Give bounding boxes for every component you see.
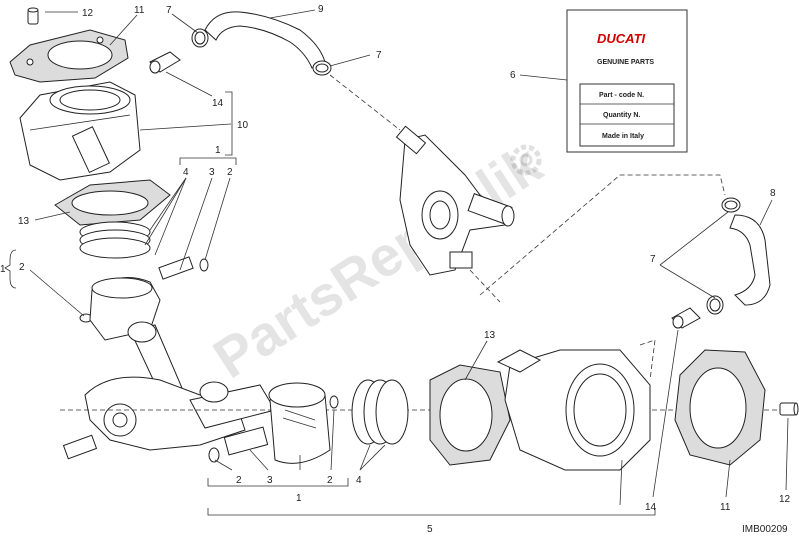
callout-8: 8: [770, 188, 776, 199]
piston-pin-left: [158, 256, 194, 280]
callout-9: 9: [318, 4, 324, 15]
base-gasket-lower: [429, 364, 511, 466]
callout-2-left: 2: [19, 262, 25, 273]
card-part-code: Part - code N.: [599, 92, 644, 99]
callout-labels: 12 11 7 9 7 6 14 10 1 4 3 2 13 1 2 8 7 1…: [0, 4, 791, 535]
hose-clamp-top-1: [191, 28, 209, 48]
callout-2-bottom-left: 2: [236, 475, 242, 486]
assembly-line-fitting: [639, 339, 656, 381]
drawing-code: IMB00209: [742, 524, 788, 535]
head-gasket-lower: [674, 349, 766, 466]
water-hose-top: [204, 11, 326, 69]
fitting-right: [671, 307, 701, 329]
bracket-group-5: [207, 508, 656, 516]
callout-13-mid: 13: [484, 330, 496, 341]
piston-rings-lower: [351, 379, 409, 445]
callout-1-bottom: 1: [296, 493, 302, 504]
callout-14-top: 14: [212, 98, 224, 109]
watermark: PartsRepublik: [202, 132, 553, 390]
fitting-top: [149, 51, 181, 74]
svg-text:PartsRepublik: PartsRepublik: [202, 132, 553, 390]
circlip-lower-left: [208, 447, 220, 463]
callout-11-bottom: 11: [720, 502, 731, 513]
callout-3-bottom: 3: [267, 475, 273, 486]
genuine-parts-card: DUCATI GENUINE PARTS Part - code N. Quan…: [566, 9, 688, 153]
base-gasket-left: [54, 179, 171, 226]
callout-4-top: 4: [183, 167, 189, 178]
cylinder-lower: [496, 349, 651, 471]
callout-7-right: 7: [650, 254, 656, 265]
card-brand: DUCATI: [597, 31, 646, 46]
card-subtitle: GENUINE PARTS: [597, 59, 654, 66]
assembly-line-pump-bottom: [469, 269, 501, 303]
assembly-line-pump-top: [329, 74, 401, 131]
bracket-group-10: [225, 91, 233, 156]
callout-6: 6: [510, 70, 516, 81]
callout-3-top: 3: [209, 167, 215, 178]
callout-7-a: 7: [166, 5, 172, 16]
callout-7-b: 7: [376, 50, 382, 61]
piston-lower: [268, 382, 331, 464]
circlip-left-right: [199, 258, 209, 272]
callout-2-bottom: 2: [327, 475, 333, 486]
piston-pin-lower: [223, 426, 269, 456]
bracket-group-1-bottom: [207, 478, 349, 487]
dowel-pin-top: [27, 7, 39, 25]
head-gasket-top: [9, 29, 129, 83]
callout-14-bottom: 14: [645, 502, 657, 513]
callout-2-top: 2: [227, 167, 233, 178]
hose-clamp-right-1: [721, 197, 741, 213]
piston-rings-left: [79, 221, 151, 259]
bracket-group-1-left: [4, 249, 17, 289]
callout-12-top: 12: [82, 8, 94, 19]
water-pump: [395, 125, 515, 276]
callout-1-top: 1: [215, 145, 221, 156]
leader-lines: [29, 9, 789, 506]
circlip-lower-right: [329, 395, 339, 409]
callout-4-bottom: 4: [356, 475, 362, 486]
cylinder-top: [19, 81, 141, 181]
assembly-line-pump-right: [479, 174, 726, 296]
bracket-group-1-top: [179, 157, 237, 165]
callout-13-left: 13: [18, 216, 30, 227]
callout-12-bottom: 12: [779, 494, 791, 505]
callout-1-left: 1: [0, 264, 6, 275]
hose-clamp-right-2: [706, 295, 724, 315]
dowel-pin-lower: [779, 402, 799, 416]
card-made-in: Made in Italy: [602, 133, 644, 140]
card-quantity: Quantity N.: [603, 112, 640, 119]
water-hose-right: [729, 214, 771, 306]
callout-5: 5: [427, 524, 433, 535]
callout-10: 10: [237, 120, 249, 131]
callout-11-top: 11: [134, 5, 145, 16]
hose-clamp-top-2: [312, 60, 332, 76]
crankshaft: [62, 376, 276, 460]
watermark-gear-icon: [510, 144, 542, 176]
